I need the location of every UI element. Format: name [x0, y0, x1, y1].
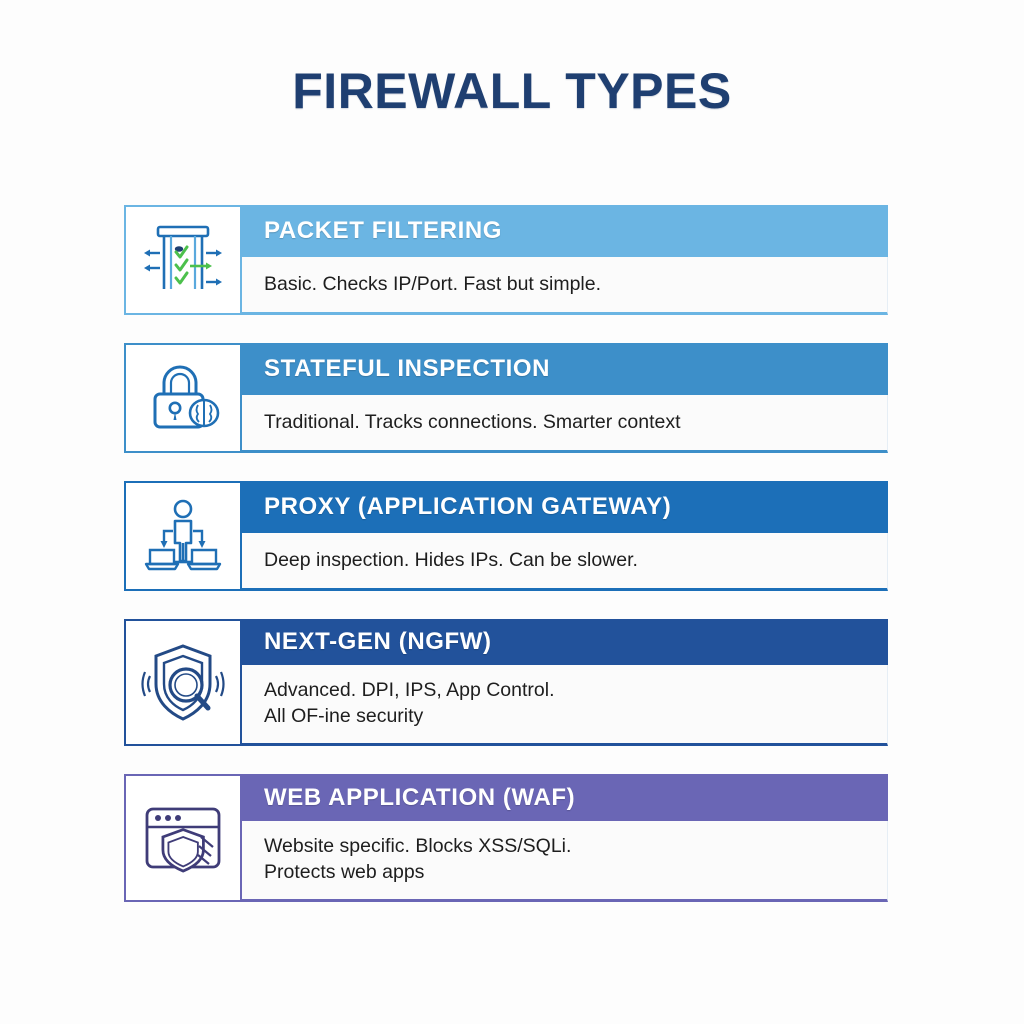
row-body-waf: WEB APPLICATION (WAF) Website specific. … [242, 774, 888, 902]
desc-line: Advanced. DPI, IPS, App Control. [264, 679, 555, 701]
page-title: FIREWALL TYPES [292, 63, 732, 119]
row-body-stateful-inspection: STATEFUL INSPECTION Traditional. Tracks … [242, 343, 888, 453]
row-desc-waf: Website specific. Blocks XSS/SQLi. Prote… [242, 821, 888, 902]
person-between-laptops-icon [140, 495, 226, 577]
shield-magnifier-icon [138, 640, 228, 726]
list-item-stateful-inspection[interactable]: STATEFUL INSPECTION Traditional. Tracks … [124, 343, 888, 453]
row-header-packet-filtering: PACKET FILTERING [242, 205, 888, 257]
gate-scanner-checkmarks-icon [140, 219, 226, 301]
list-item-proxy-application-gateway[interactable]: PROXY (APPLICATION GATEWAY) Deep inspect… [124, 481, 888, 591]
row-desc-stateful-inspection: Traditional. Tracks connections. Smarter… [242, 395, 888, 453]
desc-line: Traditional. Tracks connections. Smarter… [264, 410, 681, 433]
icon-box-proxy [124, 481, 242, 591]
desc-line: All OF-ine security [264, 705, 424, 727]
row-desc-packet-filtering: Basic. Checks IP/Port. Fast but simple. [242, 257, 888, 315]
row-header-proxy: PROXY (APPLICATION GATEWAY) [242, 481, 888, 533]
icon-box-packet-filtering [124, 205, 242, 315]
desc-line: Protects web apps [264, 861, 425, 883]
icon-box-waf [124, 774, 242, 902]
row-header-stateful-inspection: STATEFUL INSPECTION [242, 343, 888, 395]
row-body-packet-filtering: PACKET FILTERING Basic. Checks IP/Port. … [242, 205, 888, 315]
row-header-waf: WEB APPLICATION (WAF) [242, 774, 888, 821]
padlock-brain-icon [142, 358, 224, 438]
list-item-web-application-waf[interactable]: WEB APPLICATION (WAF) Website specific. … [124, 774, 888, 902]
browser-shield-icon [139, 795, 227, 881]
firewall-type-list: PACKET FILTERING Basic. Checks IP/Port. … [124, 205, 888, 930]
list-item-next-gen-ngfw[interactable]: NEXT-GEN (NGFW) Advanced. DPI, IPS, App … [124, 619, 888, 746]
row-body-proxy: PROXY (APPLICATION GATEWAY) Deep inspect… [242, 481, 888, 591]
row-header-ngfw: NEXT-GEN (NGFW) [242, 619, 888, 665]
row-body-ngfw: NEXT-GEN (NGFW) Advanced. DPI, IPS, App … [242, 619, 888, 746]
desc-line: Basic. Checks IP/Port. Fast but simple. [264, 272, 602, 295]
desc-line: Website specific. Blocks XSS/SQLi. [264, 835, 572, 857]
icon-box-ngfw [124, 619, 242, 746]
desc-line: Deep inspection. Hides IPs. Can be slowe… [264, 548, 638, 571]
row-desc-proxy: Deep inspection. Hides IPs. Can be slowe… [242, 533, 888, 591]
icon-box-stateful-inspection [124, 343, 242, 453]
list-item-packet-filtering[interactable]: PACKET FILTERING Basic. Checks IP/Port. … [124, 205, 888, 315]
row-desc-ngfw: Advanced. DPI, IPS, App Control. All OF-… [242, 665, 888, 746]
